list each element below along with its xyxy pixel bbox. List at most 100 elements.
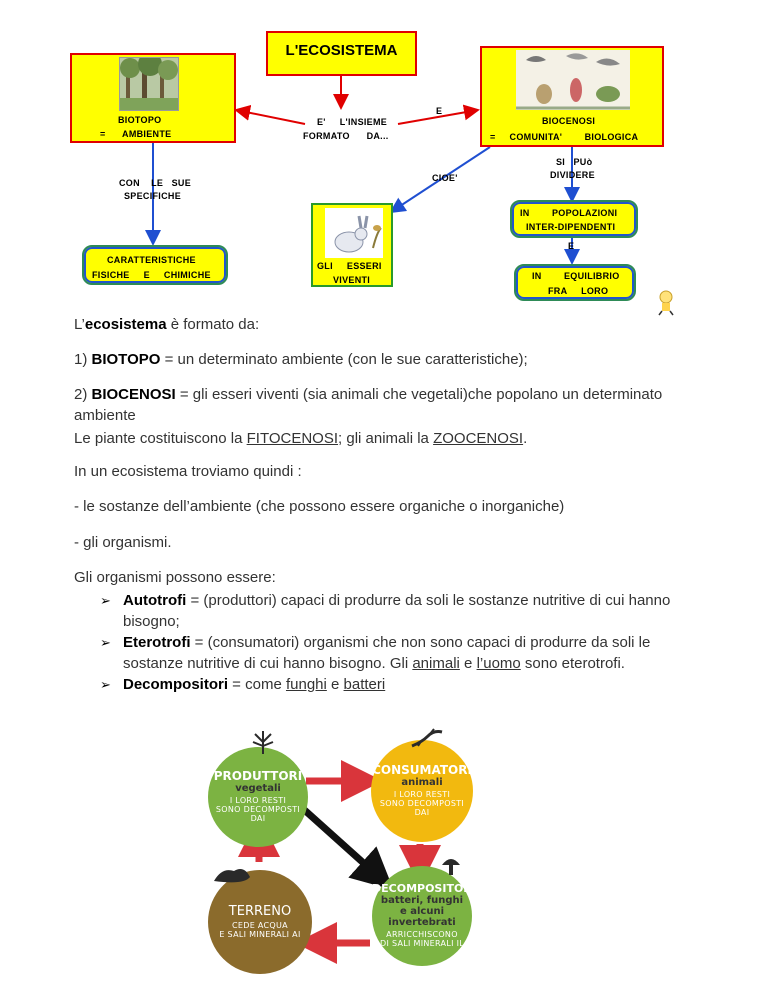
ecosistema-term: ecosistema [84, 316, 167, 333]
caratteristiche-box: CARATTERISTICHE FISICHE E CHIMICHE [82, 245, 228, 285]
popolazioni-box: IN POPOLAZIONI INTER-DIPENDENTI [510, 200, 638, 238]
esseri-title: GLI ESSERI [317, 261, 382, 271]
text-segment: e [459, 655, 477, 672]
funghi-term: funghi [285, 676, 327, 693]
text-segment: e [326, 676, 344, 693]
organismi-paragraph: - gli organismi. [74, 534, 172, 551]
e-label-2: E [568, 241, 575, 251]
zoocenosi-term: ZOOCENOSI [433, 430, 524, 447]
dividere-label: DIVIDERE [550, 170, 595, 180]
plant-icon [252, 731, 274, 754]
mushroom-icon [442, 859, 460, 875]
sostanze-paragraph: - le sostanze dell’ambiente (che possono… [74, 498, 565, 515]
decompositori-sub1: batteri, funghi [380, 895, 464, 906]
uomo-term: l’uomo [476, 655, 521, 672]
organisms-list: ➢ Autotrofi = (produttori) capaci di pro… [100, 590, 690, 695]
biotopo-definition: = un determinato ambiente (con le sue ca… [160, 351, 528, 368]
decompositori-title: DECOMPOSITORI [372, 882, 476, 895]
specifiche-label: SPECIFICHE [124, 191, 182, 201]
map-title: L'ECOSISTEMA [285, 42, 398, 59]
terreno-note1: CEDE ACQUA [232, 921, 288, 930]
organismi-types-paragraph: Gli organismi possono essere: [74, 569, 276, 586]
title-box: L'ECOSISTEMA [266, 31, 417, 76]
cioe-label: CIOE' [432, 173, 458, 183]
consumatori-note1: I LORO RESTI [393, 790, 451, 799]
popolazioni-title: IN POPOLAZIONI [520, 208, 618, 218]
si-puo-label: SI PUò [556, 157, 593, 167]
produttori-circle: PRODUTTORI vegetali I LORO RESTI SONO DE… [208, 747, 308, 847]
autotrofi-definition: = (produttori) capaci di produrre da sol… [123, 592, 671, 630]
intro-suffix: è formato da: [166, 316, 260, 333]
troviamo-paragraph: In un ecosistema troviamo quindi : [74, 463, 302, 480]
arrow-bullet-icon: ➢ [100, 593, 111, 608]
lizard-icon [411, 728, 443, 748]
soil-rock-icon [214, 869, 250, 883]
biotopo-box: BIOTOPO = AMBIENTE [70, 53, 236, 143]
item-number: 2) [74, 386, 92, 403]
autotrofi-term: Autotrofi [123, 592, 187, 609]
forest-image [119, 57, 179, 111]
text-segment: = (consumatori) organismi che non sono c… [123, 634, 651, 672]
esseri-subtitle: VIVENTI [333, 275, 371, 285]
concept-map-arrows [145, 75, 580, 265]
decompositori-note1: ARRICCHISCONO [386, 930, 458, 939]
rabbit-image [325, 208, 383, 258]
text-segment: ; gli animali la [338, 430, 434, 447]
produttori-note3: DAI [250, 814, 266, 823]
text-segment: = come [228, 676, 286, 693]
terreno-note2: E SALI MINERALI AI [219, 930, 301, 939]
e-label: E [436, 106, 443, 116]
biotopo-paragraph: 1) BIOTOPO = un determinato ambiente (co… [74, 349, 684, 370]
eterotrofi-term: Eterotrofi [123, 634, 191, 651]
center-label-line2: FORMATO DA... [303, 131, 389, 141]
decompositori-note2: DI SALI MINERALI IL [379, 939, 464, 948]
arrow-bullet-icon: ➢ [100, 677, 111, 692]
intro-prefix: L’ [74, 316, 85, 333]
caratteristiche-title: CARATTERISTICHE [107, 255, 196, 265]
item-number: 1) [74, 351, 92, 368]
con-le-sue-label: CON LE SUE [119, 178, 192, 188]
biotopo-title: BIOTOPO [118, 115, 162, 125]
terreno-circle: TERRENO CEDE ACQUA E SALI MINERALI AI [208, 870, 312, 974]
biotopo-term: BIOTOPO [91, 351, 161, 368]
fitocenosi-term: FITOCENOSI [246, 430, 339, 447]
decompositori-sub3: invertebrati [388, 917, 456, 928]
produttori-title: PRODUTTORI [213, 769, 303, 783]
consumatori-circle: CONSUMATORI animali I LORO RESTI SONO DE… [371, 740, 473, 842]
batteri-term: batteri [343, 676, 386, 693]
fitocenosi-paragraph: Le piante costituiscono la FITOCENOSI; g… [74, 428, 684, 449]
consumatori-sub: animali [401, 777, 443, 788]
list-item-eterotrofi: ➢ Eterotrofi = (consumatori) organismi c… [100, 632, 690, 674]
text-segment: sono eterotrofi. [520, 655, 625, 672]
decompositori-circle: DECOMPOSITORI batteri, funghi e alcuni i… [372, 866, 476, 966]
equilibrio-title: IN EQUILIBRIO [532, 271, 620, 281]
biocenosi-paragraph: 2) BIOCENOSI = gli esseri viventi (sia a… [74, 384, 684, 426]
produttori-sub: vegetali [235, 783, 281, 794]
caratteristiche-subtitle: FISICHE E CHIMICHE [92, 270, 211, 280]
terreno-title: TERRENO [228, 904, 292, 919]
text-segment: Le piante costituiscono la [74, 430, 247, 447]
list-item-autotrofi: ➢ Autotrofi = (produttori) capaci di pro… [100, 590, 690, 632]
esseri-box: GLI ESSERI VIVENTI [311, 203, 393, 287]
popolazioni-subtitle: INTER-DIPENDENTI [526, 222, 616, 232]
text-segment: . [523, 430, 528, 447]
mascot-icon [658, 290, 674, 316]
center-label-line1: E' L'INSIEME [317, 117, 388, 127]
biotopo-subtitle: = AMBIENTE [100, 129, 172, 139]
produttori-note2: SONO DECOMPOSTI [215, 805, 301, 814]
arrow-bullet-icon: ➢ [100, 635, 111, 650]
biocenosi-definition: = gli esseri viventi (sia animali che ve… [74, 386, 663, 424]
biocenosi-term: BIOCENOSI [91, 386, 176, 403]
decompositori-sub2: e alcuni [399, 906, 445, 917]
decompositori-term: Decompositori [123, 676, 229, 693]
equilibrio-subtitle: FRA LORO [548, 286, 609, 296]
consumatori-note3: DAI [414, 808, 430, 817]
consumatori-note2: SONO DECOMPOSTI [379, 799, 465, 808]
intro-paragraph: L’ecosistema è formato da: [74, 314, 684, 335]
animali-term: animali [412, 655, 460, 672]
consumatori-title: CONSUMATORI [372, 763, 472, 777]
produttori-note1: I LORO RESTI [229, 796, 287, 805]
biocenosi-subtitle: = COMUNITA' BIOLOGICA [490, 132, 639, 142]
biocenosi-title: BIOCENOSI [542, 116, 596, 126]
list-item-decompositori: ➢ Decompositori = come funghi e batteri [100, 674, 690, 695]
